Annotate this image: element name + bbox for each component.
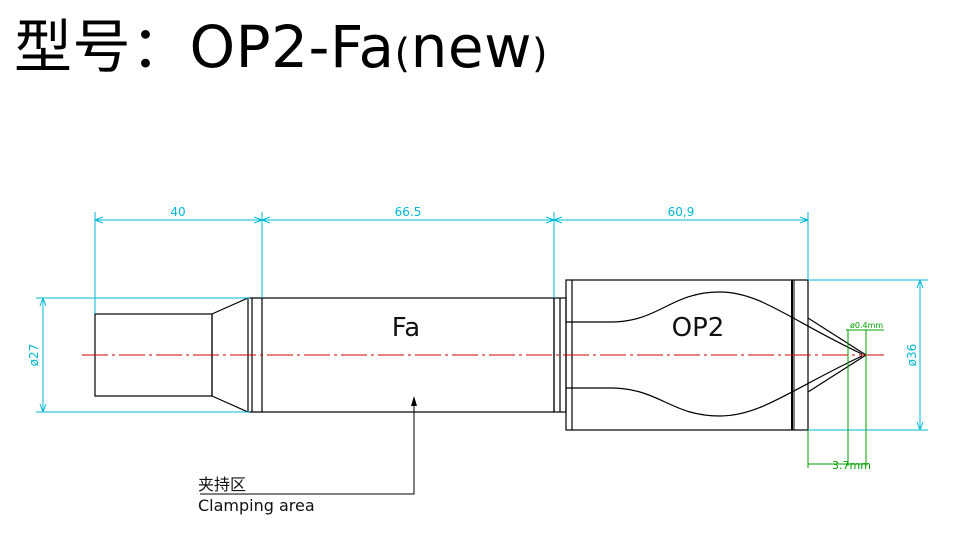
dim-label-40: 40 [170,205,185,219]
dim-arrows-right [916,279,924,431]
dimension-lines [36,212,928,431]
clamp-label-cn: 夹持区 [198,475,246,494]
tip-length-label: 3.7mm [832,459,871,472]
shank-label: Fa [392,313,421,343]
tip-annotations [807,329,884,468]
clamp-leader [200,400,415,495]
blade-curve-top [566,291,863,355]
dim-label-dia-left: ø27 [27,344,41,367]
dim-label-dia-right: ø36 [905,344,919,367]
page-title: 型号：OP2-Fa(new) [14,12,548,89]
clamp-leader-line [200,400,415,495]
taper-top [211,297,262,315]
title-suffix: new [410,13,533,81]
blade-curve-bottom [566,355,863,417]
dim-label-66-5: 66.5 [395,205,422,219]
dim-arrows-left [39,297,47,413]
taper-bottom [211,395,262,413]
tip-dia-label: ø0.4mm [850,321,883,330]
clamp-arrow-icon [411,396,417,406]
title-paren-open: ( [394,31,411,77]
dim-arrows-top [94,216,809,224]
clamp-label-en: Clamping area [198,496,315,515]
dim-label-60-9: 60,9 [668,205,695,219]
title-main: 型号：OP2-Fa [14,13,395,81]
tip-label: OP2 [672,313,725,343]
title-paren-close: ) [532,31,549,77]
